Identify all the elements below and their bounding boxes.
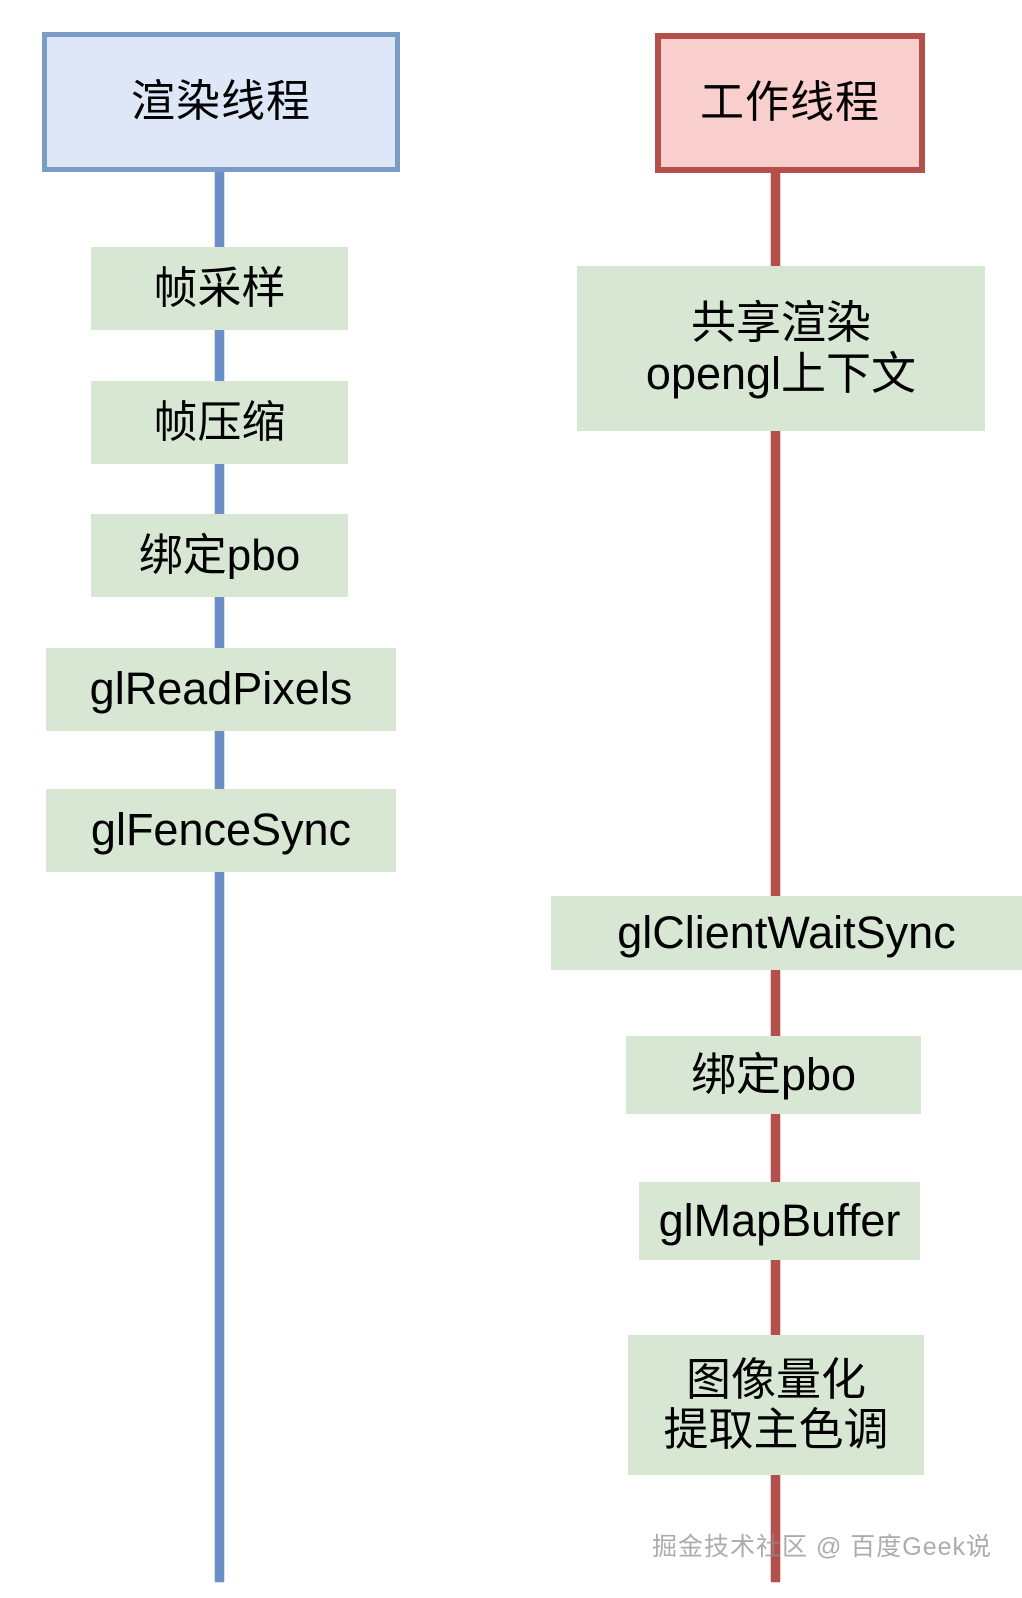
step-bind-pbo-worker[interactable]: 绑定pbo [626,1036,921,1114]
step-frame-compress[interactable]: 帧压缩 [91,381,348,464]
render-thread-lifeline [215,168,224,1582]
step-label-gl-client-waitsync: glClientWaitSync [617,906,956,958]
step-label-frame-compress: 帧压缩 [153,397,286,447]
step-shared-gl-context[interactable]: 共享渲染 opengl上下文 [577,266,985,431]
step-gl-client-waitsync[interactable]: glClientWaitSync [551,896,1022,970]
step-gl-fence-sync[interactable]: glFenceSync [46,789,396,872]
step-label-gl-map-buffer: glMapBuffer [658,1194,901,1246]
worker-thread-lifeline [771,170,780,1582]
step-frame-sample[interactable]: 帧采样 [91,247,348,330]
step-label-frame-sample: 帧采样 [153,263,286,313]
step-gl-map-buffer[interactable]: glMapBuffer [639,1182,920,1260]
lane-header-render-thread[interactable]: 渲染线程 [42,32,400,172]
step-label-image-quantize: 图像量化 提取主色调 [663,1353,889,1455]
lane-header-label-render-thread: 渲染线程 [131,77,311,126]
step-label-bind-pbo: 绑定pbo [138,530,301,580]
lane-header-label-worker-thread: 工作线程 [700,78,880,127]
step-label-bind-pbo-worker: 绑定pbo [690,1048,857,1100]
step-bind-pbo[interactable]: 绑定pbo [91,514,348,597]
lane-header-worker-thread[interactable]: 工作线程 [655,33,925,173]
step-image-quantize[interactable]: 图像量化 提取主色调 [628,1335,924,1475]
step-gl-read-pixels[interactable]: glReadPixels [46,648,396,731]
step-label-gl-fence-sync: glFenceSync [90,804,352,856]
step-label-gl-read-pixels: glReadPixels [89,663,353,715]
watermark-text: 掘金技术社区 @ 百度Geek说 [652,1533,993,1561]
step-label-shared-gl-context: 共享渲染 opengl上下文 [645,297,917,399]
